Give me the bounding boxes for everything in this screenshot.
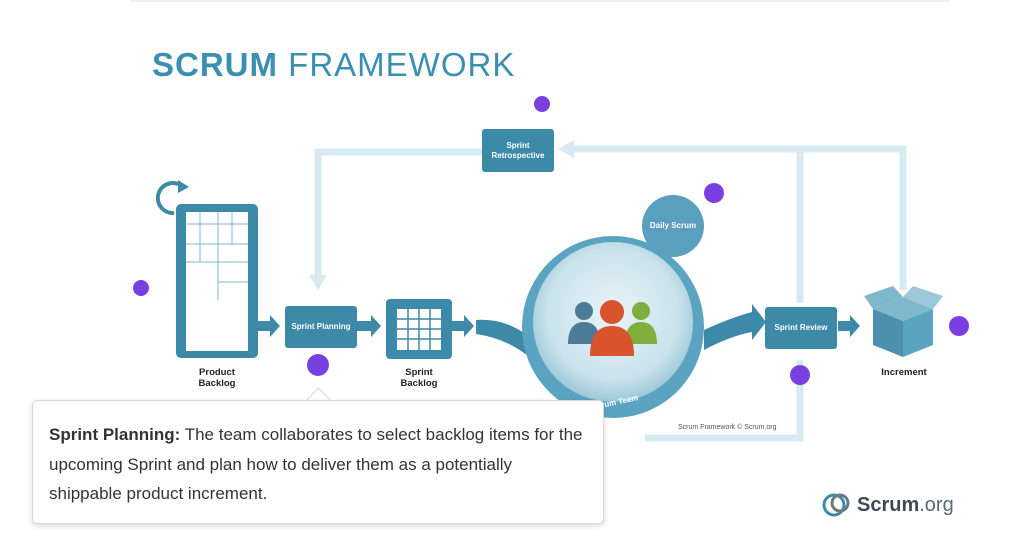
- hotspot-daily-scrum[interactable]: [704, 183, 724, 203]
- arrow-backlog-to-planning: [258, 315, 280, 337]
- popup-term: Sprint Planning:: [49, 425, 181, 444]
- title-bold: SCRUM: [152, 46, 278, 83]
- copyright-text: Scrum Framework © Scrum.org: [678, 424, 777, 431]
- sprint-retrospective-box: [482, 129, 554, 172]
- popup-description: The team collaborates to select backlog …: [49, 425, 583, 503]
- sprint-retrospective-text: Sprint Retrospective: [491, 140, 545, 160]
- daily-scrum-text: Daily Scrum: [649, 221, 697, 230]
- hotspot-sprint-review[interactable]: [790, 365, 810, 385]
- hotspot-sprint-planning[interactable]: [307, 354, 329, 376]
- increment-box-icon: [864, 286, 943, 357]
- arrow-sprintbacklog-to-sprint: [452, 315, 474, 337]
- swoosh-out: [704, 304, 766, 350]
- product-backlog-icon: [176, 204, 258, 358]
- daily-scrum-bubble: [642, 195, 704, 257]
- hotspot-product-backlog[interactable]: [133, 280, 149, 296]
- sprint-review-text: Sprint Review: [774, 323, 828, 332]
- sprint-planning-popup: Sprint Planning: The team collaborates t…: [32, 400, 604, 524]
- swoosh-in: [476, 319, 528, 356]
- arrow-left-retro: [558, 140, 574, 158]
- logo-name: Scrum: [857, 493, 920, 516]
- top-divider: [130, 0, 950, 2]
- title-regular: FRAMEWORK: [288, 46, 516, 83]
- hotspot-sprint-retrospective[interactable]: [534, 96, 550, 112]
- arrow-review-to-increment: [838, 315, 860, 337]
- scrum-logo-icon: [822, 493, 850, 517]
- increment-label: Increment: [881, 367, 927, 378]
- sprint-review-box: [765, 307, 837, 349]
- feedback-loop: [314, 145, 907, 442]
- team-people-icon: [568, 300, 657, 356]
- sprint-backlog-icon: [386, 299, 452, 359]
- page-title: SCRUM FRAMEWORK: [152, 46, 515, 84]
- arrow-down-planning: [309, 275, 327, 290]
- sprint-backlog-label: Sprint Backlog: [400, 367, 438, 389]
- sprint-planning-text: Sprint Planning: [291, 322, 351, 331]
- arrow-planning-to-sprintbacklog: [357, 315, 381, 337]
- refresh-icon: [155, 180, 189, 216]
- logo-ext: .org: [919, 493, 954, 516]
- scrum-org-logo: Scrum.org: [822, 488, 954, 522]
- sprint-planning-box: [285, 306, 357, 348]
- product-backlog-label: Product Backlog: [198, 367, 236, 389]
- popup-text: Sprint Planning: The team collaborates t…: [49, 420, 587, 509]
- hotspot-increment[interactable]: [949, 316, 969, 336]
